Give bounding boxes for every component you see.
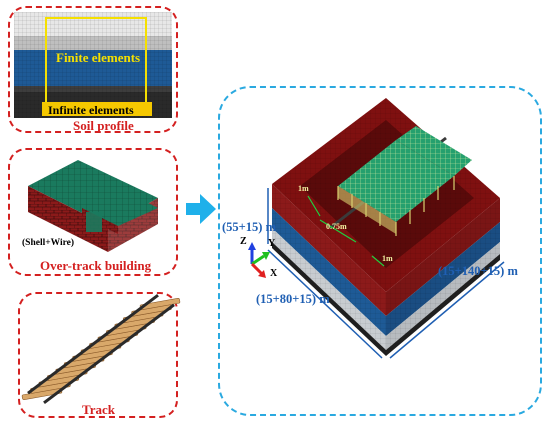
- marker-spacing: 0.75m: [326, 222, 347, 231]
- building-image: [28, 160, 158, 252]
- dim-length-label: (15+140+15) m: [438, 264, 518, 278]
- soil-profile-image: [14, 12, 172, 118]
- soil-profile-title: Soil profile: [73, 118, 134, 133]
- track-panel: Track: [18, 292, 181, 418]
- dim-height-label: (55+15) m: [222, 220, 276, 234]
- flow-arrow: [186, 194, 216, 224]
- building-title: Over-track building: [40, 258, 152, 273]
- shell-wire-note: (Shell+Wire): [22, 238, 75, 248]
- axis-z-label: Z: [240, 236, 247, 247]
- track-title: Track: [82, 402, 115, 417]
- axis-y-label: Y: [268, 238, 276, 249]
- soil-profile-panel: Finite elements Infinite elements Soil p…: [8, 6, 178, 133]
- finite-elements-label: Finite elements: [56, 50, 141, 65]
- model-panel: (55+15) m (15+80+15) m (15+140+15) m Z Y…: [218, 86, 542, 416]
- model-image: [248, 98, 505, 359]
- track-image: [21, 294, 181, 404]
- track-rail: [27, 294, 159, 395]
- marker-1m-right: 1m: [382, 254, 393, 263]
- track-rail: [43, 303, 175, 404]
- building-panel: (Shell+Wire) Over-track building: [8, 148, 178, 276]
- infinite-elements-label: Infinite elements: [48, 103, 134, 117]
- marker-1m-left: 1m: [298, 184, 309, 193]
- axis-x-label: X: [270, 268, 278, 279]
- dim-width-label: (15+80+15) m: [256, 292, 330, 306]
